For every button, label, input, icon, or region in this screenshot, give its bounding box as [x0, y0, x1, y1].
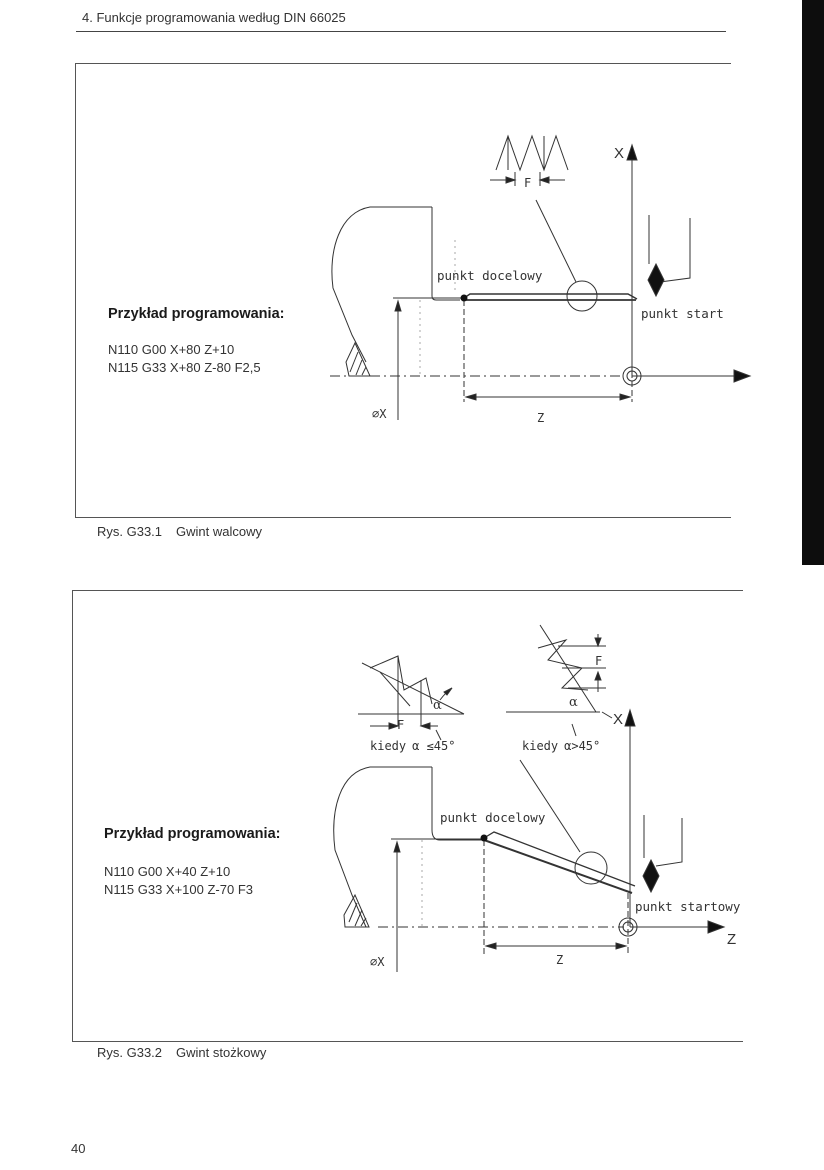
header-rule — [76, 31, 726, 32]
workpiece-outline — [333, 766, 432, 928]
alpha-label-left: α — [433, 698, 442, 713]
thread-path — [463, 293, 638, 300]
detail-circle — [566, 280, 598, 312]
condition-expression: α>45° — [564, 739, 600, 753]
feed-label: F — [524, 176, 531, 190]
code-line: N110 G00 X+80 Z+10 — [108, 342, 235, 357]
tool-insert — [647, 262, 665, 298]
example-title: Przykład programowania: — [104, 826, 281, 842]
z-dimension-label: Z — [556, 953, 563, 967]
alpha-label-right: α — [569, 695, 578, 710]
start-point-label: punkt startowy — [635, 899, 741, 914]
condition-label-large: kiedy α>45° — [522, 739, 600, 753]
condition-expression: α ≤45° — [412, 739, 455, 753]
start-point-marker — [622, 366, 642, 386]
figure-frame-cylindrical-thread — [75, 63, 731, 518]
caption-text: Gwint stożkowy — [176, 1045, 267, 1060]
running-header: 4. Funkcje programowania według DIN 6602… — [82, 10, 346, 25]
thread-path — [483, 831, 636, 887]
figure-frame-tapered-thread — [72, 590, 743, 1042]
x-axis-label: X — [614, 145, 624, 162]
feed-label-right: F — [595, 654, 602, 668]
condition-label-small: kiedy α ≤45° — [370, 739, 455, 753]
caption-number: Rys. G33.1 — [97, 524, 163, 539]
thumb-index-bar — [802, 0, 824, 565]
z-dimension-label: Z — [537, 411, 544, 425]
example-title: Przykład programowania: — [108, 306, 285, 322]
diameter-label: ⌀X — [372, 407, 387, 421]
code-line: N110 G00 X+40 Z+10 — [104, 864, 231, 879]
start-point-label: punkt start — [641, 306, 724, 321]
cylindrical-thread-drawing: punkt docelowy punkt start F ⌀X Z X — [330, 134, 752, 425]
feed-label-left: F — [397, 718, 404, 732]
diameter-label: ⌀X — [370, 955, 385, 969]
workpiece-step — [431, 767, 484, 841]
target-point-marker — [460, 294, 468, 302]
tool-insert — [642, 858, 660, 894]
workpiece-step — [431, 207, 460, 301]
figure-caption: Rys. G33.1 Gwint walcowy — [97, 524, 262, 539]
page-number: 40 — [71, 1141, 86, 1156]
tapered-thread-drawing: punkt docelowy punkt startowy F F α α ki… — [333, 624, 741, 972]
chuck-hatch — [345, 341, 371, 377]
target-point-label: punkt docelowy — [437, 268, 543, 283]
caption-text: Gwint walcowy — [176, 524, 262, 539]
figure-caption: Rys. G33.2 Gwint stożkowy — [97, 1045, 266, 1060]
code-line: N115 G33 X+100 Z-70 F3 — [104, 882, 253, 897]
chuck-hatch — [343, 893, 370, 928]
caption-number: Rys. G33.2 — [97, 1045, 163, 1060]
detail-circle — [574, 851, 608, 885]
code-line: N115 G33 X+80 Z-80 F2,5 — [108, 360, 261, 375]
start-point-marker — [618, 917, 638, 937]
tool-holder — [659, 218, 691, 283]
target-point-marker — [480, 834, 488, 842]
thread-profile-detail — [495, 134, 569, 172]
tool-holder — [655, 818, 683, 867]
condition-word: kiedy — [370, 739, 406, 753]
x-axis-label: X — [613, 711, 623, 728]
z-axis-label: Z — [727, 931, 736, 948]
condition-word: kiedy — [522, 739, 558, 753]
workpiece-outline — [331, 206, 432, 363]
target-point-label: punkt docelowy — [440, 810, 546, 825]
taper-detail-small-angle — [358, 655, 465, 741]
taper-detail-large-angle — [506, 624, 613, 737]
